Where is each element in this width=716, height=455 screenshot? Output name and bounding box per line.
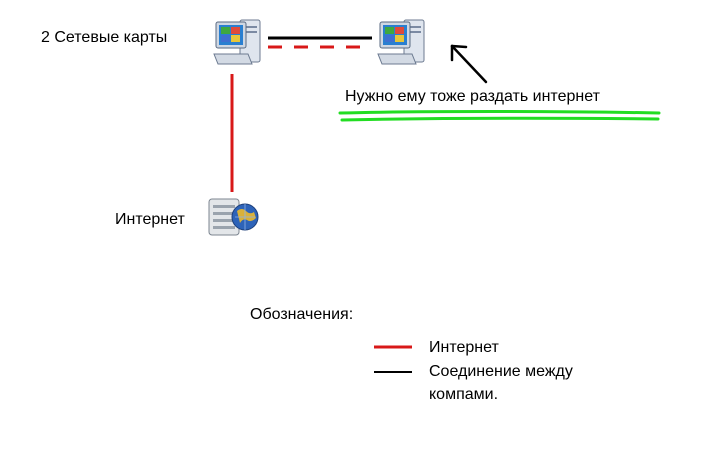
legend-internet-label: Интернет xyxy=(429,339,499,356)
internet-node-label: Интернет xyxy=(115,211,185,228)
arrow-icon xyxy=(450,44,488,84)
legend-connection-label-line2: компами. xyxy=(429,386,499,403)
internet-server-icon xyxy=(208,198,259,236)
pc2-note: Нужно ему тоже раздать интернет xyxy=(345,88,600,105)
computer-icon xyxy=(377,19,425,65)
highlight-underline xyxy=(338,110,661,122)
legend-title: Обозначения: xyxy=(250,306,354,323)
pc1-label: 2 Сетевые карты xyxy=(41,29,168,46)
computer-icon xyxy=(213,19,261,65)
legend-connection-label-line1: Соединение между xyxy=(429,363,573,380)
